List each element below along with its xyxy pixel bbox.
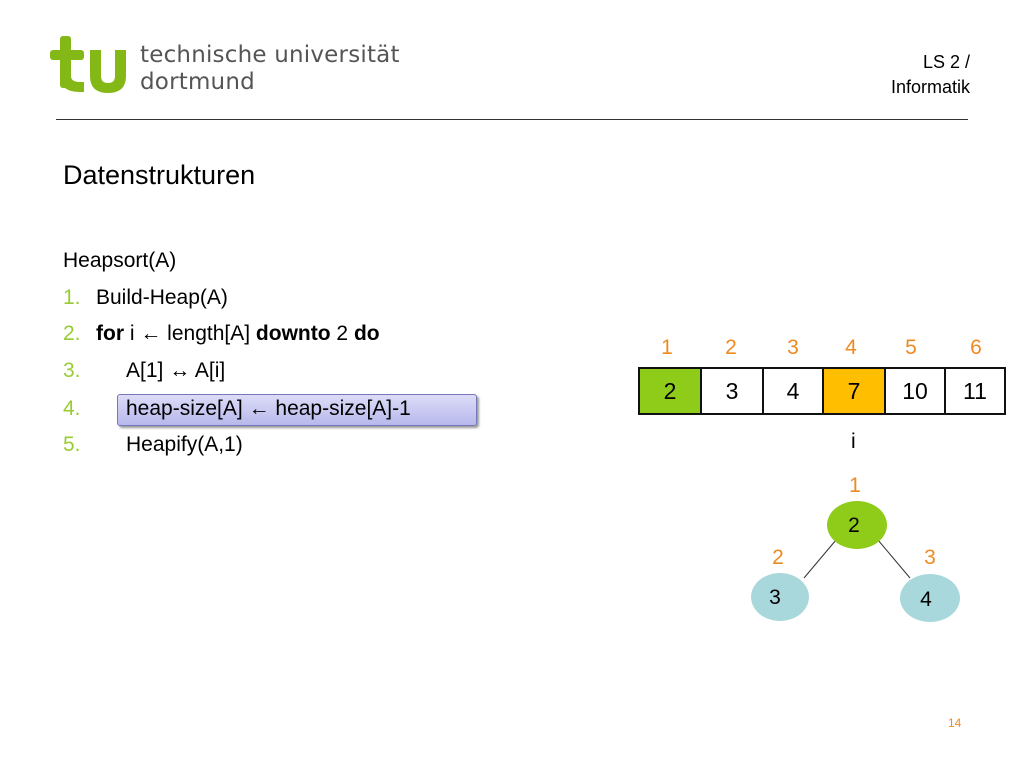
line-number: 4. — [63, 397, 81, 420]
line-text: heap-size[A] ← heap-size[A]-1 — [126, 397, 411, 420]
tree-node — [900, 574, 960, 622]
line-number: 5. — [63, 433, 81, 456]
node-value: 3 — [769, 586, 781, 609]
university-name-line2: dortmund — [140, 69, 255, 95]
keyword-for: for — [96, 322, 124, 345]
chair-label: LS 2 / — [922, 52, 970, 72]
line-number: 1. — [63, 286, 81, 309]
line-text: Heapify(A,1) — [126, 433, 243, 456]
page-number: 14 — [948, 716, 962, 730]
line-text: i ← length[A] — [129, 322, 251, 345]
node-index-label: 3 — [924, 546, 936, 569]
highlight-box — [117, 394, 477, 426]
array-cell: 3 — [702, 369, 764, 413]
node-index-label: 2 — [772, 546, 784, 569]
array-cell: 10 — [886, 369, 946, 413]
array-index-row: 1 2 3 4 5 6 — [638, 336, 1006, 366]
heap-tree: 1 2 2 3 3 4 — [751, 474, 960, 622]
array-cell: 7 — [824, 369, 886, 413]
line-text: 2 — [336, 322, 349, 345]
header-divider — [56, 119, 968, 120]
pointer-label: i — [851, 430, 856, 453]
node-value: 4 — [920, 588, 932, 611]
array-cell: 11 — [946, 369, 1004, 413]
heap-array: 2 3 4 7 10 11 — [638, 367, 1006, 415]
array-index: 5 — [905, 336, 917, 359]
array-cell: 4 — [764, 369, 824, 413]
keyword-downto: downto — [255, 322, 331, 345]
array-index: 1 — [661, 336, 673, 359]
line-text: Build-Heap(A) — [96, 286, 228, 309]
pseudocode-line-3: 3. A[1] ↔ A[i] — [63, 359, 225, 389]
array-index: 3 — [787, 336, 799, 359]
array-index: 4 — [845, 336, 857, 359]
university-name-line1: technische universität — [140, 42, 400, 68]
line-number: 2. — [63, 322, 81, 345]
pseudocode-line-2: 2. for i ← length[A] downto 2 do — [63, 322, 380, 352]
slide-title: Datenstrukturen — [63, 160, 256, 190]
array-cell: 2 — [640, 369, 702, 413]
algorithm-name: Heapsort(A) — [63, 249, 177, 272]
line-text: A[1] ↔ A[i] — [126, 359, 226, 382]
tree-edge — [877, 539, 911, 579]
pseudocode-line-1: 1. Build-Heap(A) — [63, 286, 228, 316]
tu-logo-icon — [50, 36, 126, 93]
tree-node — [827, 501, 887, 549]
tree-node — [751, 573, 809, 621]
array-index: 2 — [725, 336, 737, 359]
pseudocode-line-5: 5. Heapify(A,1) — [63, 433, 243, 463]
line-number: 3. — [63, 359, 81, 382]
node-index-label: 1 — [849, 474, 861, 497]
keyword-do: do — [353, 322, 380, 345]
node-value: 2 — [848, 514, 860, 537]
department-label: Informatik — [890, 77, 970, 97]
tree-edge — [803, 539, 837, 579]
array-index: 6 — [970, 336, 982, 359]
pseudocode-line-4: 4. heap-size[A] ← heap-size[A]-1 — [63, 397, 411, 427]
